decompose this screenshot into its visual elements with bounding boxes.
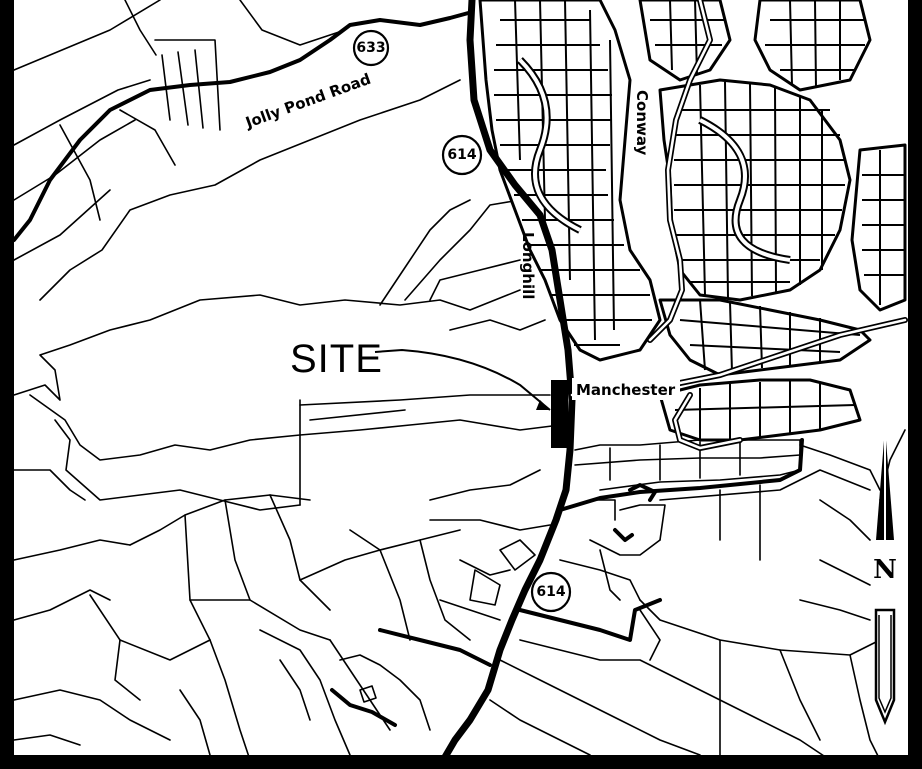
north-arrow-label: N — [873, 555, 897, 585]
conway-road-label: Conway — [633, 90, 651, 156]
site-parcel — [551, 380, 568, 448]
site-leader-arrowhead — [536, 400, 550, 410]
route-shield-614-south: 614 — [530, 571, 572, 613]
site-label: SITE — [290, 337, 383, 381]
residential-subdivision — [478, 0, 907, 442]
route-shield-614-north: 614 — [441, 134, 483, 176]
route-shield-633: 633 — [352, 29, 390, 67]
manchester-label-backing — [572, 378, 680, 400]
route-shield-614-north-label: 614 — [447, 147, 476, 163]
longhill-road-label: Longhill — [519, 232, 537, 299]
site-leader-line — [374, 348, 551, 411]
route-shield-614-south-label: 614 — [536, 584, 565, 600]
route-shield-633-label: 633 — [356, 40, 385, 56]
north-arrow: N — [873, 428, 897, 726]
manchester-road-label: Manchester — [576, 381, 676, 399]
